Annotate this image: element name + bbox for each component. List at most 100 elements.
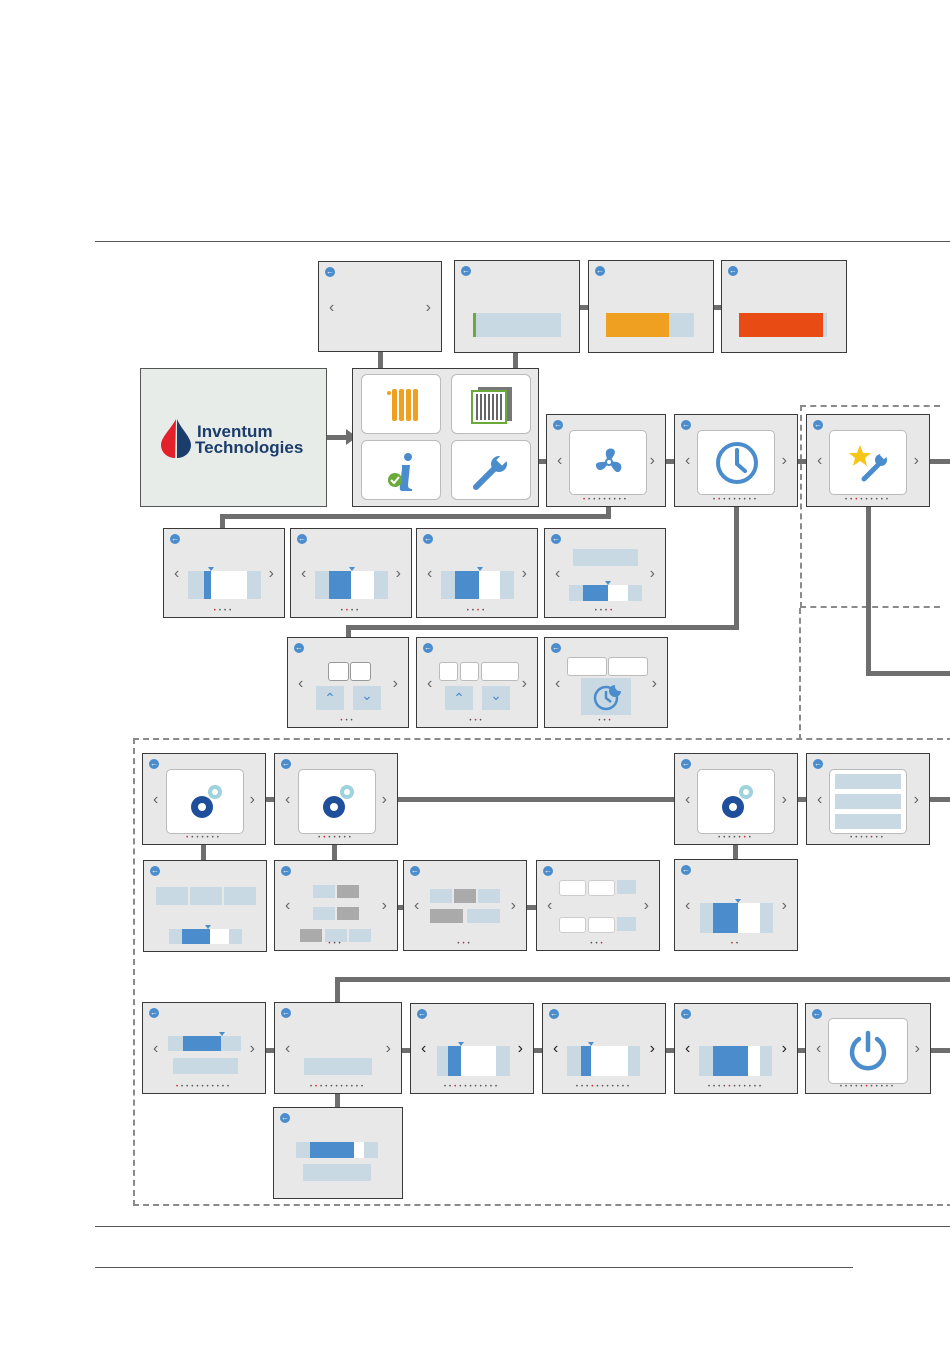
- screen-fan-level-2[interactable]: ← ‹ › ••••: [290, 528, 412, 618]
- chevron-left-icon[interactable]: ‹: [547, 897, 553, 914]
- screen-grid-c[interactable]: ← ‹ › •••: [536, 860, 660, 951]
- chevron-right-icon[interactable]: ›: [395, 565, 401, 582]
- list-item[interactable]: [835, 794, 901, 809]
- chevron-right-icon[interactable]: ›: [381, 791, 387, 808]
- screen-installer-settings-3[interactable]: ← ‹ › •••••••: [674, 753, 798, 845]
- grid-cell[interactable]: [430, 909, 463, 923]
- back-icon[interactable]: ←: [281, 1008, 291, 1018]
- ventilation-card[interactable]: [569, 430, 647, 495]
- chevron-right-icon[interactable]: ›: [781, 1040, 787, 1057]
- power-card[interactable]: [828, 1018, 908, 1084]
- back-icon[interactable]: ←: [150, 866, 160, 876]
- chevron-left-icon[interactable]: ‹: [421, 1040, 427, 1057]
- timer-card[interactable]: [697, 430, 775, 495]
- screen-installer-settings-2[interactable]: ← ‹ › •••••••: [274, 753, 398, 845]
- screen-timer-set-hours[interactable]: ← ‹ › ⌃ ⌄ •••: [287, 637, 409, 728]
- chevron-right-icon[interactable]: ›: [913, 452, 919, 469]
- back-icon[interactable]: ←: [813, 420, 823, 430]
- chevron-right-icon[interactable]: ›: [643, 897, 649, 914]
- time-field[interactable]: [481, 662, 519, 681]
- chevron-right-icon[interactable]: ›: [510, 897, 516, 914]
- menu-tile-info[interactable]: [361, 440, 441, 500]
- back-icon[interactable]: ←: [549, 1009, 559, 1019]
- increase-button[interactable]: ⌃: [316, 686, 344, 710]
- chevron-left-icon[interactable]: ‹: [685, 897, 691, 914]
- grid-cell[interactable]: [337, 885, 359, 898]
- chevron-left-icon[interactable]: ‹: [816, 1040, 822, 1057]
- chevron-left-icon[interactable]: ‹: [153, 791, 159, 808]
- time-field[interactable]: [328, 662, 349, 681]
- grid-cell[interactable]: [454, 889, 476, 903]
- screen-config-5[interactable]: ← ‹ › •••••••••••: [674, 1003, 798, 1094]
- screen-timer[interactable]: ← ‹ › •••••••••: [674, 414, 798, 507]
- grid-cell[interactable]: [467, 909, 500, 923]
- screen-fan-level-1[interactable]: ← ‹ › ••••: [163, 528, 285, 618]
- chevron-right-icon[interactable]: ›: [521, 565, 527, 582]
- night-mode-button[interactable]: [581, 678, 631, 715]
- chevron-left-icon[interactable]: ‹: [427, 675, 433, 692]
- chevron-right-icon[interactable]: ›: [268, 565, 274, 582]
- screen-user-settings[interactable]: ← ‹ › •••••••••: [806, 414, 930, 507]
- chevron-right-icon[interactable]: ›: [249, 791, 255, 808]
- chevron-right-icon[interactable]: ›: [381, 897, 387, 914]
- back-icon[interactable]: ←: [461, 266, 471, 276]
- back-icon[interactable]: ←: [149, 759, 159, 769]
- param-option[interactable]: [190, 887, 222, 905]
- grid-cell[interactable]: [617, 880, 636, 894]
- screen-grid-b[interactable]: ← ‹ › •••: [403, 860, 527, 951]
- back-icon[interactable]: ←: [281, 759, 291, 769]
- chevron-left-icon[interactable]: ‹: [555, 675, 561, 692]
- chevron-left-icon[interactable]: ‹: [685, 452, 691, 469]
- chevron-left-icon[interactable]: ‹: [555, 565, 561, 582]
- screen-config-2[interactable]: ← ‹ › •••••••••••: [274, 1002, 402, 1094]
- grid-cell[interactable]: [588, 917, 615, 933]
- screen-level-adjust[interactable]: ← ‹ › ••: [674, 859, 798, 951]
- screen-param-select[interactable]: ←: [143, 860, 267, 952]
- menu-tile-service[interactable]: [451, 440, 531, 500]
- screen-fan-level-3[interactable]: ← ‹ › ••••: [416, 528, 538, 618]
- chevron-left-icon[interactable]: ‹: [329, 299, 335, 316]
- screen-grid-a[interactable]: ← ‹ › •••: [274, 860, 398, 951]
- user-settings-card[interactable]: [829, 430, 907, 495]
- chevron-right-icon[interactable]: ›: [651, 675, 657, 692]
- chevron-right-icon[interactable]: ›: [781, 452, 787, 469]
- back-icon[interactable]: ←: [297, 534, 307, 544]
- menu-tile-radiator[interactable]: [361, 374, 441, 434]
- chevron-left-icon[interactable]: ‹: [153, 1040, 159, 1057]
- back-icon[interactable]: ←: [170, 534, 180, 544]
- back-icon[interactable]: ←: [681, 420, 691, 430]
- chevron-right-icon[interactable]: ›: [249, 1040, 255, 1057]
- grid-cell[interactable]: [313, 885, 335, 898]
- back-icon[interactable]: ←: [417, 1009, 427, 1019]
- increase-button[interactable]: ⌃: [445, 686, 473, 710]
- grid-cell[interactable]: [478, 889, 500, 903]
- chevron-left-icon[interactable]: ‹: [285, 791, 291, 808]
- chevron-left-icon[interactable]: ‹: [817, 791, 823, 808]
- back-icon[interactable]: ←: [423, 643, 433, 653]
- gear-card[interactable]: [298, 769, 376, 834]
- chevron-left-icon[interactable]: ‹: [553, 1040, 559, 1057]
- screen-timer-set-minutes[interactable]: ← ‹ › ⌃ ⌄ •••: [416, 637, 538, 728]
- grid-cell[interactable]: [313, 907, 335, 920]
- decrease-button[interactable]: ⌄: [353, 686, 381, 710]
- chevron-left-icon[interactable]: ‹: [285, 897, 291, 914]
- chevron-left-icon[interactable]: ‹: [301, 565, 307, 582]
- time-field[interactable]: [567, 657, 607, 676]
- chevron-right-icon[interactable]: ›: [913, 791, 919, 808]
- back-icon[interactable]: ←: [281, 866, 291, 876]
- time-field[interactable]: [350, 662, 371, 681]
- back-icon[interactable]: ←: [149, 1008, 159, 1018]
- screen-config-1[interactable]: ← ‹ › •••••••••••: [142, 1002, 266, 1094]
- back-icon[interactable]: ←: [280, 1113, 290, 1123]
- grid-cell[interactable]: [559, 917, 586, 933]
- time-field[interactable]: [608, 657, 648, 676]
- time-field[interactable]: [460, 662, 479, 681]
- back-icon[interactable]: ←: [553, 420, 563, 430]
- chevron-right-icon[interactable]: ›: [781, 791, 787, 808]
- chevron-right-icon[interactable]: ›: [392, 675, 398, 692]
- chevron-left-icon[interactable]: ‹: [285, 1040, 291, 1057]
- decrease-button[interactable]: ⌄: [482, 686, 510, 710]
- back-icon[interactable]: ←: [551, 534, 561, 544]
- time-field[interactable]: [439, 662, 458, 681]
- back-icon[interactable]: ←: [543, 866, 553, 876]
